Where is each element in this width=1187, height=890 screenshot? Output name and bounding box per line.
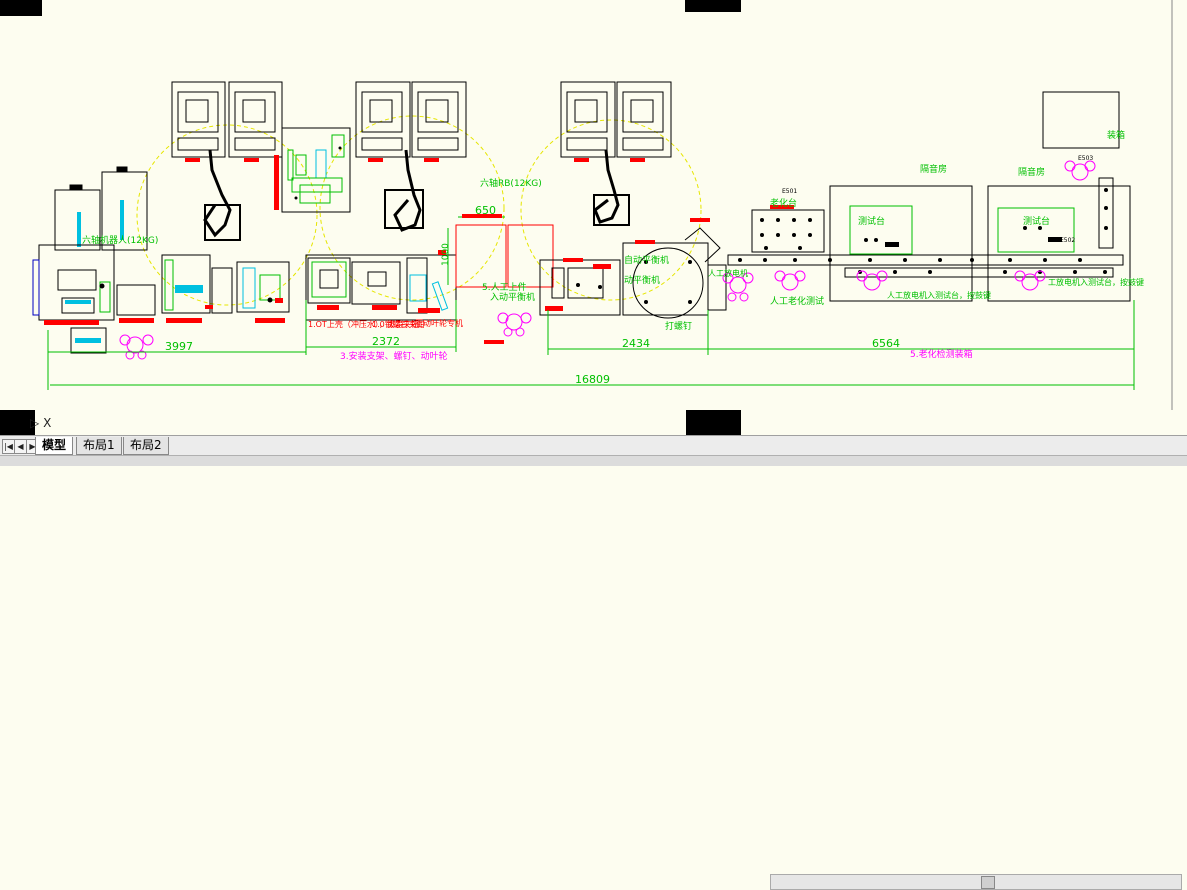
left-machines: [32, 166, 290, 354]
label-auto-balance: 自动平衡机: [624, 254, 669, 266]
horizontal-scrollbar[interactable]: [770, 874, 1182, 890]
label-code-e501: E501: [782, 188, 797, 195]
model-space-canvas[interactable]: 六轴机器人(12KG) 六轴RB(12KG) 650 1000 5.人工上件 入…: [0, 0, 1187, 435]
label-dim-1000: 1000: [441, 243, 451, 266]
robot-cell-2: [355, 81, 467, 232]
label-auto-balance-2: 动平衡机: [624, 274, 660, 286]
label-muffler-room-2: 隔音房: [1018, 166, 1045, 178]
label-dim-total: 16809: [575, 373, 610, 386]
label-dim-650: 650: [475, 204, 496, 217]
fixture-table: [274, 127, 351, 213]
ucs-axis-label: X: [43, 416, 52, 430]
label-muffler-room-1: 隔音房: [920, 163, 947, 175]
tab-layout-1[interactable]: 布局1: [76, 437, 122, 455]
viewport-mask-top-left: [0, 0, 42, 16]
aging-section: [727, 91, 1131, 302]
label-manual-aging-test: 人工老化测试: [770, 295, 824, 307]
worker-figures-right: [774, 160, 1096, 291]
robot-reach-circles: [136, 115, 702, 306]
viewport-mask-bottom-left: [0, 410, 35, 435]
scrollbar-thumb[interactable]: [981, 876, 995, 889]
middle-assembly: [305, 250, 457, 321]
dimension-lines: [47, 300, 1135, 390]
transfer-boxes: [447, 214, 554, 344]
ucs-arrow-icon: ▷: [30, 416, 40, 430]
label-manual-motor-2: 工放电机入测试台，按鼓键: [1048, 277, 1144, 287]
label-station-2: 1.0锁螺钉夹钳: [372, 319, 425, 329]
aging-dots: [738, 188, 1108, 274]
label-station-3: 压动叶轮专机: [415, 318, 463, 328]
tab-model[interactable]: 模型: [35, 437, 74, 455]
tab-layout-2[interactable]: 布局2: [123, 437, 169, 455]
viewport-mask-bottom-mid: [686, 410, 741, 435]
label-tail: 装箱: [1107, 129, 1125, 141]
label-code-e502: E502: [1060, 237, 1075, 244]
label-test-table-2: 测试台: [1023, 215, 1050, 227]
first-tab-button[interactable]: |◀: [2, 439, 15, 454]
label-enter-auto-line: 入动平衡机: [490, 291, 535, 303]
layout-tab-bar: |◀ ◀ ▶ ▶| 模型 布局1 布局2: [0, 435, 1187, 890]
label-manual-motor-1: 人工放电机入测试台，按鼓键: [887, 290, 991, 300]
label-six-axis-robot: 六轴机器人(12KG): [82, 234, 158, 246]
cad-drawing: 六轴机器人(12KG) 六轴RB(12KG) 650 1000 5.人工上件 入…: [32, 0, 1173, 410]
label-dim-2372: 2372: [372, 335, 400, 348]
label-aging-table: 老化台: [770, 197, 797, 209]
label-dim-6564: 6564: [872, 337, 900, 350]
label-dim-2434: 2434: [622, 337, 650, 350]
robot-cell-3: [560, 81, 672, 226]
robot-cell-1: [171, 81, 283, 241]
worker-figure-2: [497, 312, 532, 337]
label-code-e503: E503: [1078, 155, 1093, 162]
worker-figure-1: [119, 334, 154, 360]
worker-figure-3: [722, 272, 754, 302]
balance-section: [539, 218, 727, 319]
label-manual-loading: 5.人工上件: [482, 281, 527, 293]
label-section-5: 5.老化检测装箱: [910, 348, 973, 360]
viewport-mask-top-mid: [685, 0, 741, 12]
label-screw-driving: 打螺钉: [665, 320, 692, 332]
label-test-table-1: 测试台: [858, 215, 885, 227]
label-station-1: 1.OT上壳（冲压水），拔盖夹钮: [308, 319, 419, 329]
label-section-3: 3.安装支架、螺钉、动叶轮: [340, 350, 448, 362]
label-six-axis-rb: 六轴RB(12KG): [480, 177, 542, 189]
status-bar: [0, 455, 1187, 466]
label-dim-3997: 3997: [165, 340, 193, 353]
ucs-axis-indicator: ▷ X: [30, 416, 51, 430]
label-manual-side: 人工放电机: [708, 268, 748, 278]
